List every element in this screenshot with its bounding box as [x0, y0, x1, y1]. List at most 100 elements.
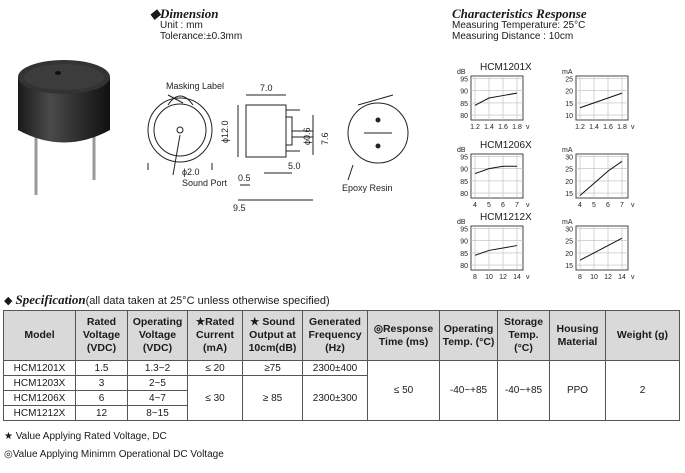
diameter-12-text: ϕ12.0 — [220, 120, 230, 143]
series-line — [579, 160, 623, 196]
col-operating-voltage: Operating Voltage (VDC) — [127, 310, 188, 361]
note-circle: ◎Value Applying Minimm Operational DC Vo… — [4, 449, 224, 460]
cell-current: ≤ 30 — [187, 375, 243, 421]
x-tick-label: 1.2 — [575, 124, 585, 131]
x-tick-label: 6 — [501, 202, 505, 209]
y-tick-label: 95 — [460, 154, 468, 161]
col-rated-voltage: Rated Voltage (VDC) — [75, 310, 128, 361]
y-axis-label: mA — [562, 69, 573, 76]
col-response-time: ◎Response Time (ms) — [367, 310, 440, 361]
col-operating-temp: Operating Temp. (°C) — [439, 310, 498, 361]
y-axis-label: dB — [457, 219, 466, 226]
sound-port-text: Sound Port — [182, 178, 228, 188]
x-axis-label: v — [631, 124, 635, 131]
characteristics-distance: Measuring Distance : 10cm — [452, 31, 574, 42]
x-tick-label: 1.8 — [512, 124, 522, 131]
y-tick-label: 80 — [460, 113, 468, 120]
col-housing: Housing Material — [549, 310, 606, 361]
cell-operating: 4~7 — [127, 390, 188, 406]
y-tick-label: 20 — [565, 89, 573, 96]
y-axis-label: mA — [562, 219, 573, 226]
x-axis-label: v — [631, 202, 635, 209]
series-line — [474, 92, 518, 106]
length-5-text: 5.0 — [288, 161, 301, 171]
series-line — [474, 245, 518, 256]
y-tick-label: 25 — [565, 167, 573, 174]
y-tick-label: 15 — [565, 101, 573, 108]
y-tick-label: 85 — [460, 251, 468, 258]
x-tick-label: 4 — [473, 202, 477, 209]
col-rated-current: ★Rated Current (mA) — [187, 310, 243, 361]
y-tick-label: 20 — [565, 179, 573, 186]
y-tick-label: 85 — [460, 101, 468, 108]
chart-frame — [575, 225, 629, 271]
cell-model: HCM1212X — [3, 405, 76, 421]
characteristics-title: Characteristics Response — [452, 6, 587, 21]
y-tick-label: 25 — [565, 76, 573, 83]
cell-frequency: 2300±300 — [302, 375, 368, 421]
y-axis-label: dB — [457, 69, 466, 76]
y-tick-label: 90 — [460, 239, 468, 246]
x-tick-label: 1.8 — [617, 124, 627, 131]
length-95-text: 9.5 — [233, 203, 246, 213]
chart-model-1212x: HCM1212X — [480, 212, 532, 223]
x-tick-label: 4 — [578, 202, 582, 209]
length-76-text: 7.6 — [320, 132, 330, 145]
chart-frame — [470, 153, 524, 199]
cell-storage-temp: -40~+85 — [497, 360, 550, 421]
y-tick-label: 10 — [565, 113, 573, 120]
x-axis-label: v — [526, 274, 530, 281]
x-tick-label: 10 — [590, 274, 598, 281]
x-tick-label: 8 — [578, 274, 582, 281]
cell-housing: PPO — [549, 360, 606, 421]
y-tick-label: 95 — [460, 226, 468, 233]
x-tick-label: 5 — [592, 202, 596, 209]
x-tick-label: 1.6 — [498, 124, 508, 131]
series-line — [579, 237, 623, 261]
epoxy-resin-text: Epoxy Resin — [342, 183, 393, 193]
dimension-title: ◆Dimension — [150, 6, 219, 21]
spec-heading: ◆ Specification(all data taken at 25°C u… — [4, 292, 330, 307]
cell-weight: 2 — [605, 360, 680, 421]
dimension-unit: Unit : mm — [160, 20, 203, 31]
spec-subtitle: (all data taken at 25°C unless otherwise… — [85, 295, 330, 307]
col-frequency: Generated Frequency (Hz) — [302, 310, 368, 361]
cell-model: HCM1206X — [3, 390, 76, 406]
y-tick-label: 15 — [565, 191, 573, 198]
chart-frame — [470, 75, 524, 121]
dimension-title-text: Dimension — [160, 6, 219, 21]
cell-rated: 3 — [75, 375, 128, 391]
x-tick-label: 7 — [620, 202, 624, 209]
cell-rated: 6 — [75, 390, 128, 406]
y-tick-label: 30 — [565, 226, 573, 233]
col-model: Model — [3, 310, 76, 361]
cell-op-temp: -40~+85 — [439, 360, 498, 421]
col-sound-output: ★ Sound Output at 10cm(dB) — [242, 310, 303, 361]
series-line — [579, 92, 623, 109]
y-tick-label: 30 — [565, 154, 573, 161]
spec-table: Model Rated Voltage (VDC) Operating Volt… — [3, 310, 680, 421]
x-tick-label: 12 — [499, 274, 507, 281]
table-row: HCM1201X 1.5 1.3~2 ≤ 20 ≥75 2300±400 ≤ 5… — [3, 360, 680, 421]
y-axis-label: mA — [562, 147, 573, 154]
length-05-text: 0.5 — [238, 173, 251, 183]
x-axis-label: v — [526, 202, 530, 209]
diameter-2-text: ϕ2.0 — [182, 167, 200, 177]
chart-1206x-ma: 15 20 25 30 4 5 6 7 mA v — [562, 147, 635, 209]
x-tick-label: 1.4 — [484, 124, 494, 131]
spec-header-row: Model Rated Voltage (VDC) Operating Volt… — [3, 310, 680, 361]
y-tick-label: 85 — [460, 179, 468, 186]
x-tick-label: 14 — [618, 274, 626, 281]
cell-operating: 2~5 — [127, 375, 188, 391]
cell-operating: 8~15 — [127, 405, 188, 421]
x-tick-label: 6 — [606, 202, 610, 209]
y-tick-label: 95 — [460, 76, 468, 83]
y-axis-label: dB — [457, 147, 466, 154]
buzzer-photo — [18, 60, 110, 195]
cell-rated: 1.5 — [75, 360, 128, 376]
cell-operating: 1.3~2 — [127, 360, 188, 376]
